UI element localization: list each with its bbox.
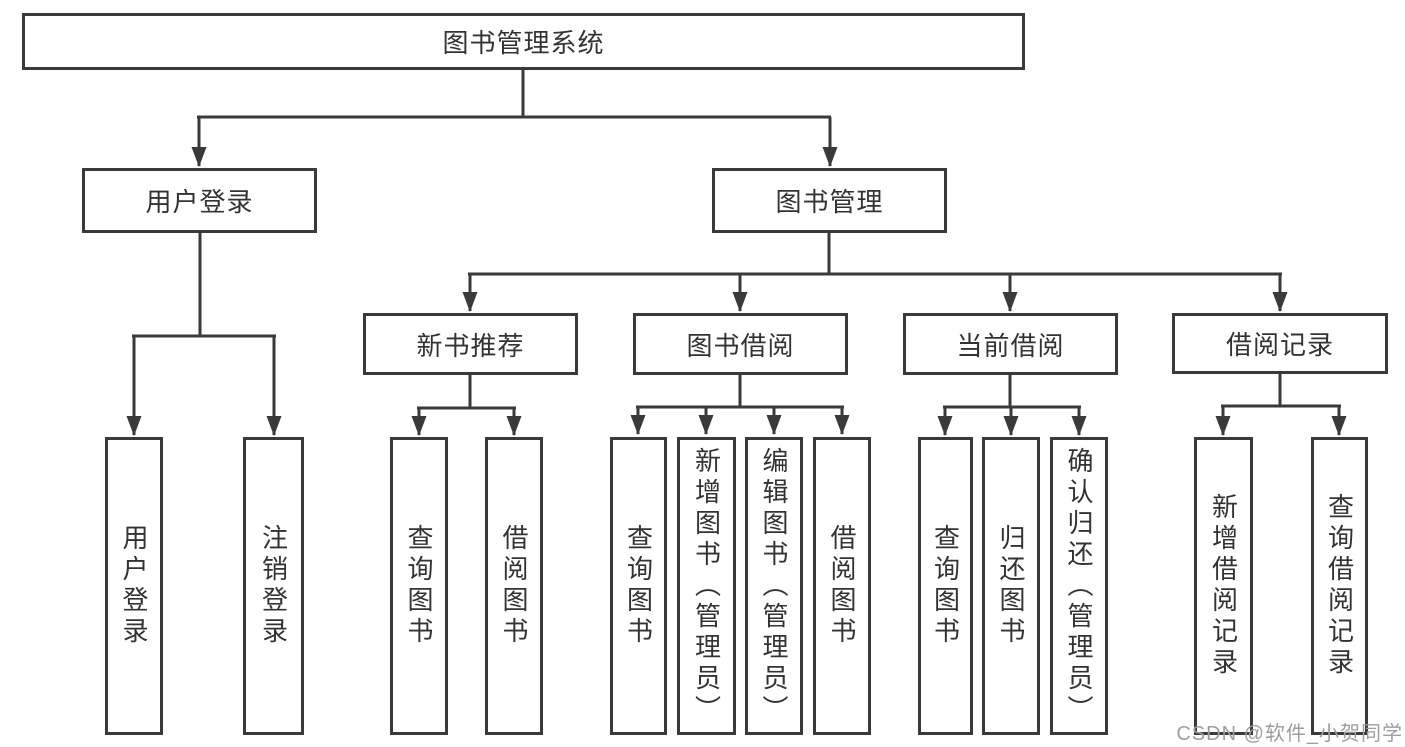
node-current-borrowing: 当前借阅 (903, 313, 1118, 375)
node-book-borrowing: 图书借阅 (633, 313, 848, 375)
node-leaf-cb-confirm-return-admin-label: 确认归还（管理员） (1064, 446, 1094, 726)
node-leaf-nb-borrow-books: 借阅图书 (485, 437, 543, 735)
node-leaf-user-login-label: 用户登录 (119, 524, 149, 648)
node-leaf-bb-query-books-label: 查询图书 (623, 524, 654, 648)
watermark: CSDN @软件_小贺同学 (1176, 723, 1403, 745)
node-leaf-user-login: 用户登录 (105, 437, 163, 735)
node-leaf-cb-return-books-label: 归还图书 (996, 524, 1026, 648)
node-root: 图书管理系统 (22, 13, 1025, 70)
node-leaf-bb-add-books-admin: 新增图书（管理员） (677, 437, 736, 735)
node-leaf-bb-add-books-admin-label: 新增图书（管理员） (691, 446, 722, 726)
node-leaf-br-query-record-label: 查询借阅记录 (1324, 493, 1355, 679)
node-leaf-nb-query-books-label: 查询图书 (404, 524, 434, 648)
node-leaf-bb-edit-books-admin: 编辑图书（管理员） (745, 437, 803, 735)
node-borrowing-records: 借阅记录 (1172, 313, 1388, 374)
node-leaf-br-add-record-label: 新增借阅记录 (1208, 493, 1239, 679)
node-book-management: 图书管理 (712, 168, 947, 233)
node-leaf-br-add-record: 新增借阅记录 (1194, 437, 1253, 735)
node-leaf-br-query-record: 查询借阅记录 (1311, 437, 1368, 735)
node-leaf-bb-edit-books-admin-label: 编辑图书（管理员） (759, 446, 789, 726)
node-leaf-logout: 注销登录 (243, 437, 304, 735)
node-user-login: 用户登录 (82, 168, 317, 233)
node-leaf-cb-query-books: 查询图书 (918, 437, 973, 735)
node-new-book-recommend: 新书推荐 (363, 313, 578, 375)
node-leaf-cb-return-books: 归还图书 (982, 437, 1040, 735)
node-leaf-nb-query-books: 查询图书 (390, 437, 448, 735)
node-leaf-bb-borrow-books: 借阅图书 (813, 437, 871, 735)
node-leaf-bb-query-books: 查询图书 (610, 437, 667, 735)
node-leaf-cb-query-books-label: 查询图书 (930, 524, 961, 648)
node-leaf-cb-confirm-return-admin: 确认归还（管理员） (1050, 437, 1108, 735)
node-leaf-bb-borrow-books-label: 借阅图书 (827, 524, 857, 648)
node-leaf-logout-label: 注销登录 (258, 524, 289, 648)
node-leaf-nb-borrow-books-label: 借阅图书 (499, 524, 529, 648)
